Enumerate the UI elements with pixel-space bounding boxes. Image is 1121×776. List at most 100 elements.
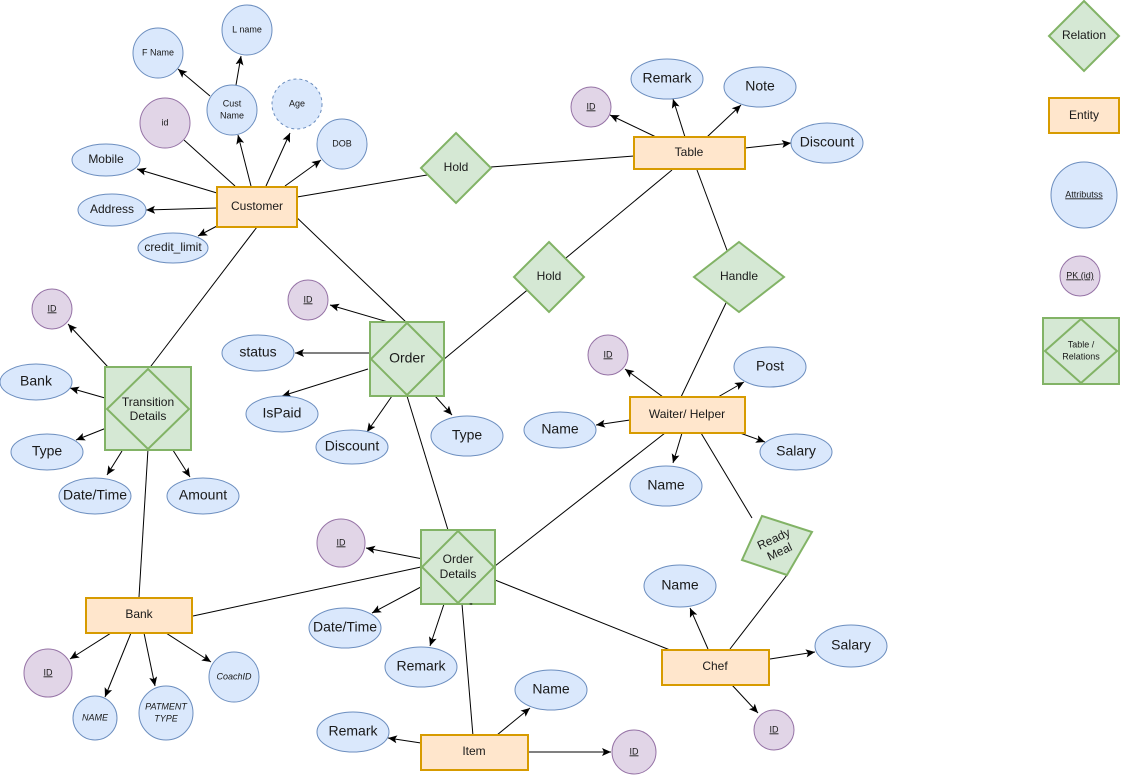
entity-chef[interactable]: Chef [661,649,770,686]
edge-customer-dob [284,159,322,187]
attribute-table-id-pk[interactable]: ID [570,86,612,128]
associative-order-details[interactable]: Order Details [420,529,496,605]
edge-orderdetails-chef [494,579,671,651]
relation-hold-table-order[interactable]: Hold [512,240,586,314]
attribute-waiter-name-below[interactable]: Name [629,465,703,507]
attribute-f-name-label: F Name [142,47,174,57]
attribute-order-ispaid[interactable]: IsPaid [245,395,319,433]
associative-transition-details[interactable]: Transition Details [104,366,192,451]
edge-waiter-name-below [671,432,683,464]
attribute-transition-id-pk[interactable]: ID [31,288,73,330]
attribute-item-id-label: ID [630,746,640,756]
attribute-table-remark[interactable]: Remark [630,58,704,100]
entity-waiter-label: Waiter/ Helper [649,407,725,421]
edge-waiter-id [624,368,664,398]
relation-ready-meal[interactable]: Ready Meal [740,514,814,577]
edge-item-remark [387,735,422,744]
attribute-bank-payment-type[interactable]: PATMENT TYPE [138,685,194,741]
edge-orderdetails-bank [192,566,422,617]
legend-table-relations: Table / Relations [1042,317,1120,385]
attribute-waiter-id-pk[interactable]: ID [587,334,629,376]
relation-hold-customer-table[interactable]: Hold [419,131,493,205]
attribute-bank-id-pk[interactable]: ID [23,648,73,698]
edge-table-discount [744,139,792,149]
attribute-dob[interactable]: DOB [316,118,368,170]
attribute-f-name[interactable]: F Name [132,27,184,79]
attribute-chef-name-label: Name [661,577,699,593]
attribute-table-discount[interactable]: Discount [790,122,864,164]
entity-table[interactable]: Table [633,136,746,170]
attribute-credit-limit-label: credit_limit [144,240,202,254]
entity-customer[interactable]: Customer [216,186,298,228]
edge-custname-fname [177,68,211,97]
attribute-bank-name[interactable]: NAME [72,695,118,741]
attribute-chef-name[interactable]: Name [643,564,717,608]
attribute-transition-type[interactable]: Type [10,433,84,471]
attribute-transition-bank[interactable]: Bank [0,363,73,401]
attribute-bank-coachid[interactable]: CoachID [208,651,260,703]
edge-bank-name [104,632,132,698]
attribute-transition-bank-label: Bank [20,373,53,389]
attribute-orderdetails-id-pk[interactable]: ID [316,518,366,568]
attribute-bank-payment-type-label-1: PATMENT [145,701,188,711]
attribute-l-name[interactable]: L name [221,4,273,56]
legend: Relation Entity Attributss PK (id) Table… [1042,0,1121,385]
attribute-transition-datetime[interactable]: Date/Time [58,477,132,515]
attribute-item-remark-label: Remark [328,723,378,739]
attribute-waiter-post[interactable]: Post [733,346,807,388]
attribute-orderdetails-remark[interactable]: Remark [384,646,458,688]
edge-waiter-name-left [595,419,631,428]
attribute-credit-limit[interactable]: credit_limit [137,232,209,264]
cardinality-mark: " [469,601,472,611]
edge-transition-bank-entity [138,448,149,598]
associative-order-label: Order [389,350,425,366]
attribute-item-id-pk[interactable]: ID [611,729,657,775]
attribute-waiter-name-below-label: Name [647,477,685,493]
entity-waiter-helper[interactable]: Waiter/ Helper [629,396,746,434]
attribute-address[interactable]: Address [77,193,147,227]
attribute-address-label: Address [90,202,134,216]
edge-order-id [329,303,389,323]
attribute-table-remark-label: Remark [642,70,692,86]
attribute-table-discount-label: Discount [800,134,855,150]
attribute-dob-label: DOB [332,138,352,148]
attribute-cust-name[interactable]: Cust Name [206,84,258,136]
entity-item[interactable]: Item [420,734,529,771]
attribute-bank-id-label: ID [44,667,54,677]
edge-bank-coachid [165,632,212,663]
attribute-orderdetails-datetime[interactable]: Date/Time [308,607,382,649]
attribute-item-remark[interactable]: Remark [316,711,390,753]
edge-customer-hold [296,174,428,198]
attribute-item-name[interactable]: Name [514,669,588,711]
relation-handle[interactable]: Handle [692,240,786,314]
attribute-waiter-salary[interactable]: Salary [759,433,833,471]
edge-table-handle [696,169,729,254]
edge-bank-paymenttype [143,632,158,687]
edge-customer-id [183,139,236,187]
entity-customer-label: Customer [231,199,283,213]
attribute-waiter-salary-label: Salary [776,443,816,459]
attribute-orderdetails-id-label: ID [337,537,347,547]
edge-waiter-salary [739,432,766,443]
edge-waiter-orderdetails [494,432,666,567]
attribute-chef-salary[interactable]: Salary [814,624,888,668]
attribute-order-status[interactable]: status [221,334,295,372]
attribute-table-note[interactable]: Note [723,66,797,108]
attribute-order-type[interactable]: Type [430,415,504,457]
edge-waiter-readymeal [700,432,753,519]
attribute-age-derived[interactable]: Age [271,78,323,130]
attribute-transition-amount[interactable]: Amount [166,477,240,515]
attribute-waiter-name-left-label: Name [541,421,579,437]
associative-order[interactable]: Order [369,321,445,397]
attribute-waiter-name-left[interactable]: Name [523,411,597,449]
attribute-order-id-pk[interactable]: ID [287,279,329,321]
edge-chef-readymeal [729,574,788,650]
entity-bank[interactable]: Bank [85,597,193,634]
attribute-chef-id-pk[interactable]: ID [753,709,795,751]
attribute-mobile[interactable]: Mobile [71,143,141,177]
attribute-cust-name-label-2: Name [220,110,244,120]
attribute-customer-id-pk[interactable]: id [139,97,191,149]
relation-handle-label: Handle [720,269,758,283]
attribute-order-discount[interactable]: Discount [315,429,389,465]
attribute-transition-type-label: Type [32,443,63,459]
